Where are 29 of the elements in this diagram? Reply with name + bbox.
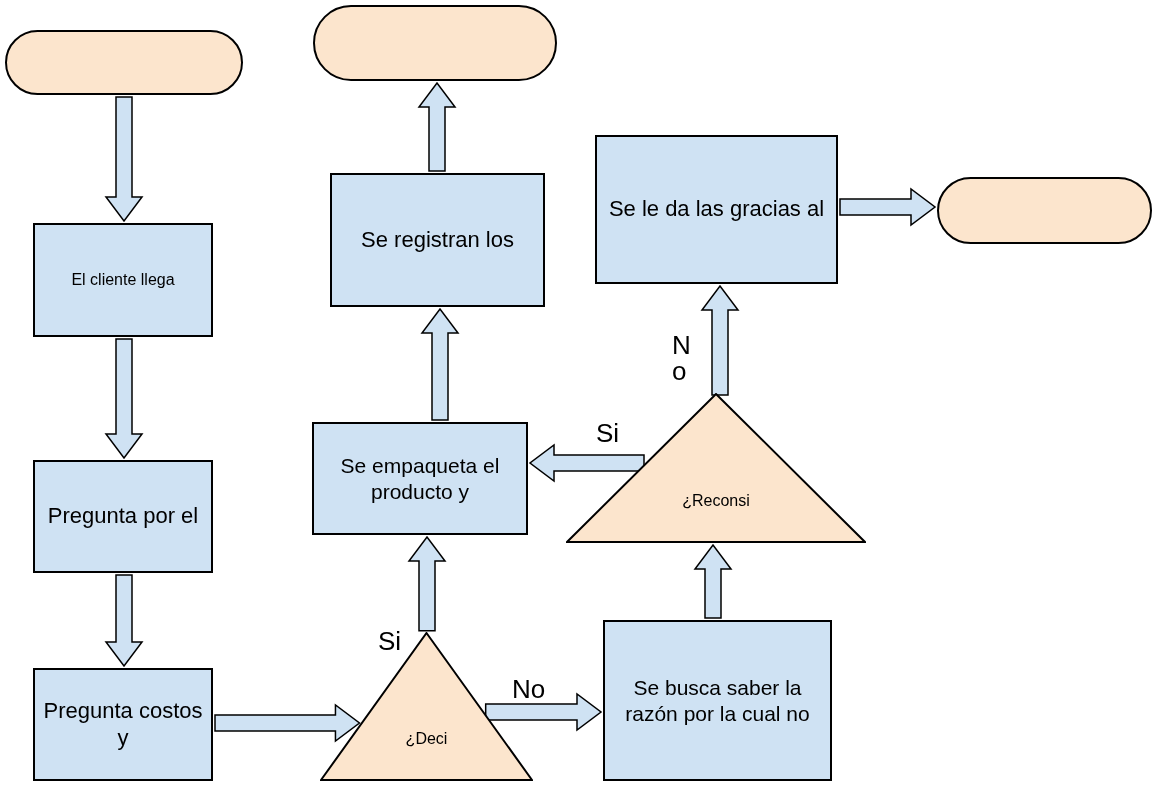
node-text: Pregunta costos y — [42, 698, 204, 751]
block-arrow — [104, 96, 144, 223]
process-box — [603, 620, 832, 781]
block-arrow — [214, 703, 361, 743]
node-text: ¿Reconsi — [681, 490, 751, 510]
process-box — [595, 135, 838, 284]
block-arrow — [839, 187, 937, 227]
node-text: Se empaqueta el producto y — [339, 453, 501, 504]
process-box — [33, 460, 213, 573]
block-arrow — [420, 307, 460, 421]
block-arrow — [407, 535, 447, 632]
block-arrow — [484, 692, 603, 732]
block-arrow — [417, 81, 457, 172]
node-text: Se busca saber la razón por la cual no — [624, 675, 811, 726]
node-text: Se registran los — [360, 226, 515, 254]
process-box — [33, 668, 213, 781]
block-arrow — [693, 543, 733, 619]
block-arrow — [528, 443, 645, 483]
decision-triangle — [566, 393, 866, 543]
node-text: ¿Deci — [404, 729, 449, 749]
block-arrow — [104, 574, 144, 668]
block-arrow — [104, 338, 144, 460]
node-text: El cliente llega — [70, 270, 176, 290]
process-box — [312, 422, 528, 535]
node-text: Se le da las gracias al — [607, 196, 826, 223]
process-box — [33, 223, 213, 337]
node-text: Pregunta por el — [46, 503, 200, 530]
block-arrow — [700, 284, 740, 396]
process-box — [330, 173, 545, 307]
